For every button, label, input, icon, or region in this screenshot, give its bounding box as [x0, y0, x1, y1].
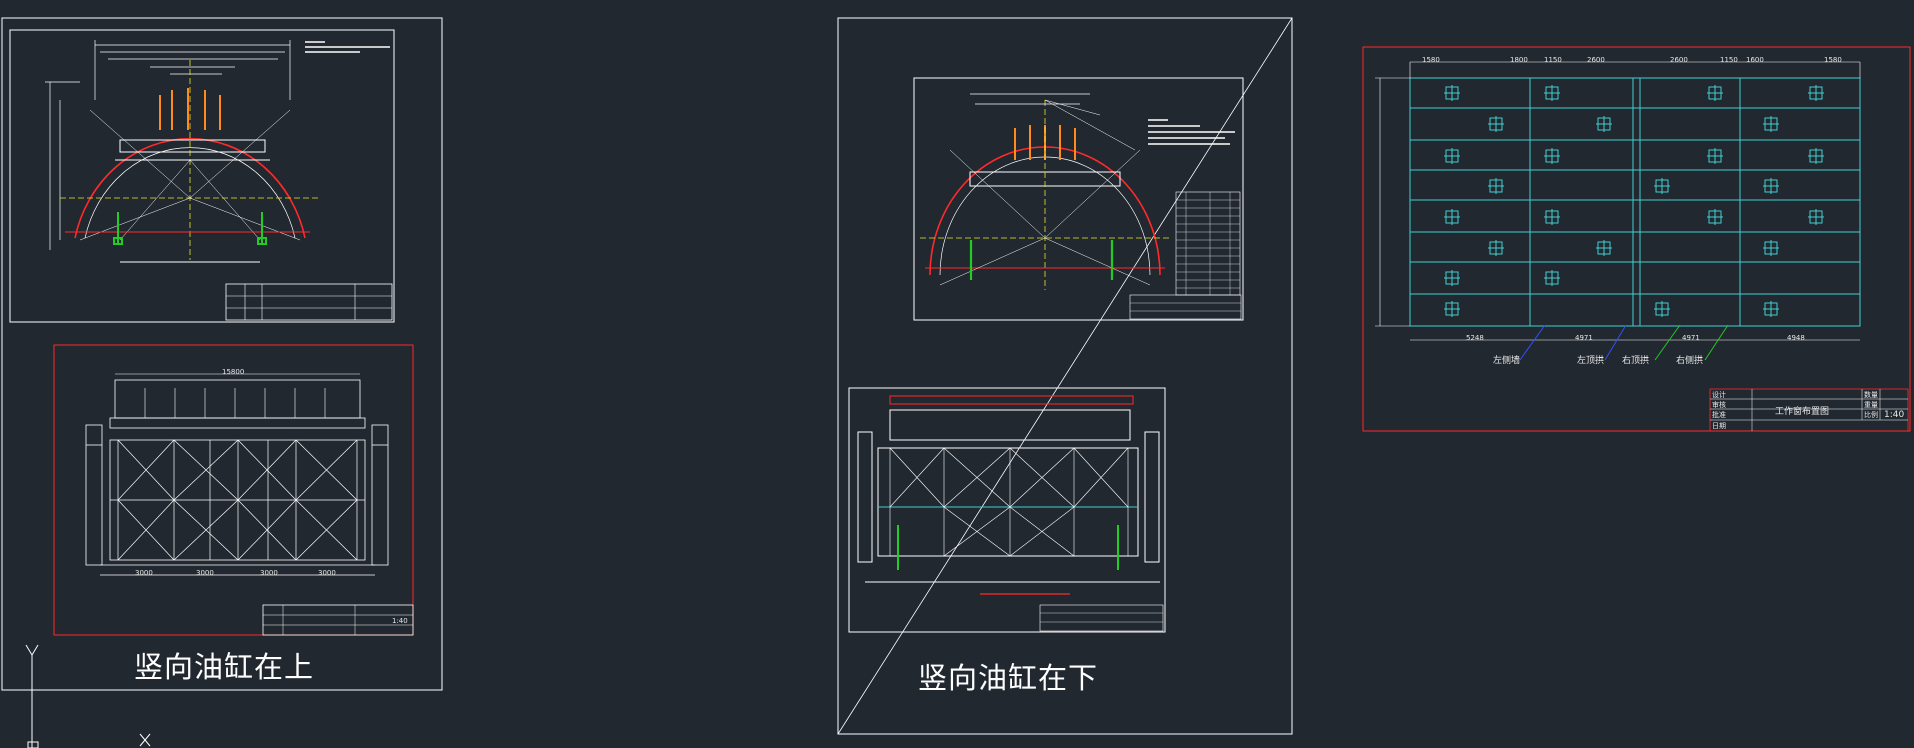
dim-top-6: 1150: [1720, 56, 1738, 64]
left-section-frame: [9, 29, 395, 323]
left-sheet-frame: [1, 17, 443, 691]
right-title: 工作窗布置图: [1775, 407, 1830, 417]
title-row-scale-label: 比例: [1864, 411, 1878, 419]
ucs-icon: [25, 644, 151, 748]
dim-bottom-1: 5248: [1466, 334, 1484, 342]
label-right-crown: 右顶拱: [1622, 356, 1650, 366]
dim-top-2: 1800: [1510, 56, 1528, 64]
dim-top-7: 1600: [1746, 56, 1764, 64]
label-right-wall: 右侧拱: [1676, 356, 1704, 366]
title-row-qty: 数量: [1864, 391, 1878, 399]
caption-cylinder-top: 竖向油缸在上: [134, 650, 315, 684]
middle-sheet-frame: [837, 17, 1293, 735]
left-dim-3: 3000: [260, 569, 278, 577]
left-dim-2: 3000: [196, 569, 214, 577]
left-top-dim: 15800: [222, 368, 245, 376]
title-row-review: 审核: [1712, 401, 1726, 409]
title-row-date: 日期: [1712, 422, 1726, 430]
right-sheet: [1362, 46, 1911, 432]
dim-top-3: 1150: [1544, 56, 1562, 64]
dim-top-8: 1580: [1824, 56, 1842, 64]
dim-top-4: 2600: [1587, 56, 1605, 64]
left-dim-1: 3000: [135, 569, 153, 577]
dim-bottom-2: 4971: [1575, 334, 1593, 342]
left-elevation: [53, 344, 414, 636]
dim-bottom-4: 4948: [1787, 334, 1805, 342]
caption-cylinder-bottom: 竖向油缸在下: [918, 661, 1099, 695]
left-sheet: [1, 17, 443, 691]
title-row-design: 设计: [1712, 391, 1726, 399]
right-scale: 1:40: [1884, 410, 1905, 420]
middle-sheet: [837, 17, 1293, 735]
dim-top-1: 1580: [1422, 56, 1440, 64]
title-row-weight: 重量: [1864, 401, 1878, 409]
left-dim-4: 3000: [318, 569, 336, 577]
left-scale: 1:40: [392, 617, 408, 625]
label-left-wall: 左侧墙: [1493, 356, 1521, 366]
label-left-crown: 左顶拱: [1577, 356, 1605, 366]
dim-bottom-3: 4971: [1682, 334, 1700, 342]
work-windows: [1444, 85, 1824, 317]
window-icon: [1444, 85, 1460, 101]
title-row-approve: 批准: [1712, 411, 1726, 419]
dim-top-5: 2600: [1670, 56, 1688, 64]
right-sheet-frame: [1362, 46, 1911, 432]
